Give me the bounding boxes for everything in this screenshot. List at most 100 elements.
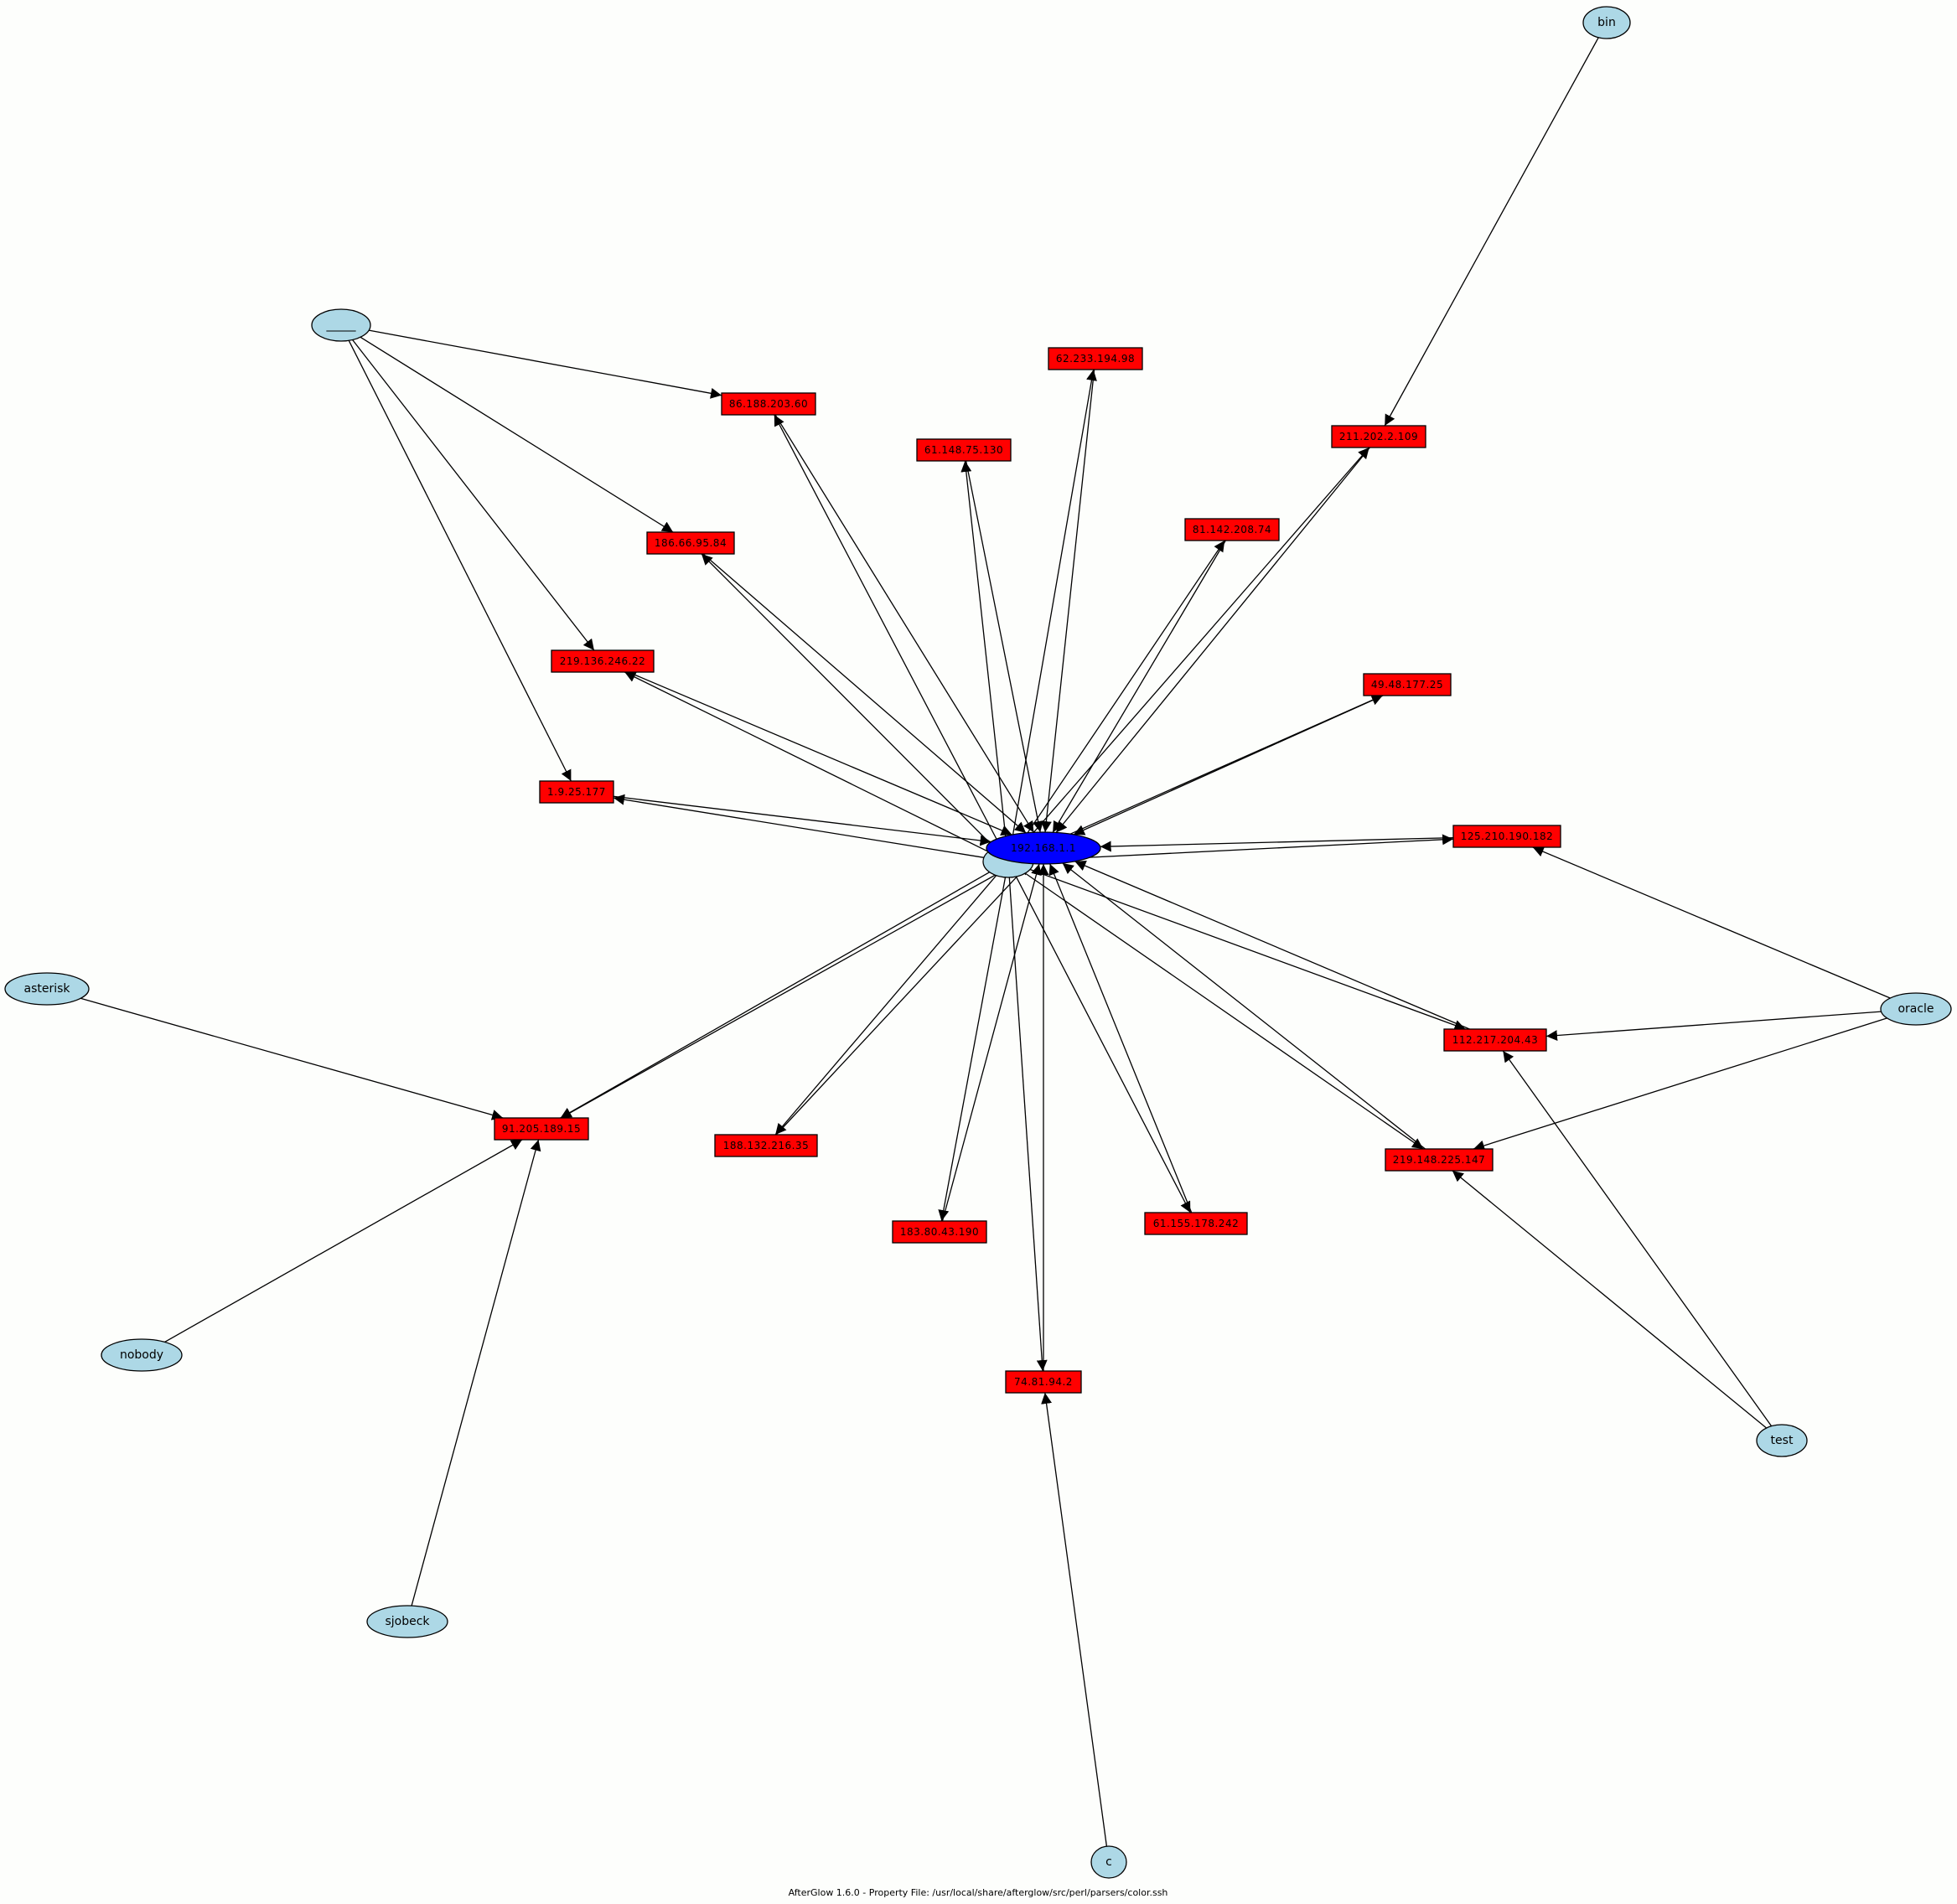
node-center: 192.168.1.1 (986, 831, 1101, 865)
node-label-bin: bin (1597, 16, 1616, 29)
edge-layer (80, 37, 1891, 1847)
node-label-ip_1: 1.9.25.177 (547, 786, 606, 798)
edge-root-to-ip_186 (701, 553, 996, 849)
edge-sjobeck-to-ip_91 (411, 1139, 541, 1606)
node-shape-ip_81 (1184, 518, 1280, 541)
node-shape-ip_211 (1331, 425, 1426, 448)
edge-blank-to-ip_219a (352, 339, 595, 651)
node-bin: bin (1582, 6, 1631, 39)
node-ip_219b: 219.148.225.147 (1385, 1148, 1494, 1172)
node-label-ip_186: 186.66.95.84 (655, 537, 727, 549)
node-shape-center (986, 831, 1101, 865)
node-label-oracle: oracle (1897, 1002, 1934, 1016)
node-shape-ip_125 (1452, 825, 1561, 848)
edge-nobody-to-ip_91 (164, 1139, 523, 1343)
node-ip_91: 91.205.189.15 (494, 1117, 589, 1141)
edge-root-to-ip_62 (1010, 369, 1097, 846)
node-shape-ip_86 (721, 392, 816, 416)
edge-ip_219b-to-center (1062, 862, 1426, 1150)
node-ip_74: 74.81.94.2 (1005, 1370, 1082, 1394)
node-label-center: 192.168.1.1 (1011, 842, 1076, 854)
node-shape-ip_61b (1144, 1212, 1248, 1235)
node-shape-ip_112 (1443, 1028, 1547, 1052)
edge-root-to-ip_188 (774, 875, 997, 1136)
edge-root-to-ip_183 (938, 877, 1007, 1222)
node-label-ip_219b: 219.148.225.147 (1393, 1154, 1486, 1166)
node-shape-oracle (1880, 992, 1952, 1026)
node-label-ip_62: 62.233.194.98 (1056, 353, 1135, 365)
node-label-sjobeck: sjobeck (385, 1615, 430, 1628)
node-ip_61b: 61.155.178.242 (1144, 1212, 1248, 1235)
node-label-ip_219a: 219.136.246.22 (560, 655, 645, 667)
node-label-nobody: nobody (120, 1348, 163, 1362)
edge-blank-to-ip_186 (360, 336, 674, 533)
edge-ip_62-to-center (1040, 369, 1095, 833)
edge-oracle-to-ip_219b (1473, 1017, 1887, 1151)
node-shape-ip_219b (1385, 1148, 1494, 1172)
node-shape-sjobeck (366, 1605, 448, 1638)
edge-ip_125-to-center (1100, 836, 1454, 852)
node-sjobeck: sjobeck (366, 1605, 448, 1638)
node-label-ip_183: 183.80.43.190 (900, 1226, 979, 1238)
node-label-ip_74: 74.81.94.2 (1014, 1376, 1073, 1388)
node-label-ip_49: 49.48.177.25 (1371, 679, 1443, 691)
edge-ip_49-to-center (1073, 695, 1384, 836)
edge-ip_183-to-center (941, 863, 1042, 1222)
edge-bin-to-ip_211 (1384, 37, 1599, 427)
node-ip_86: 86.188.203.60 (721, 392, 816, 416)
node-test: test (1756, 1424, 1808, 1457)
node-shape-c (1090, 1845, 1127, 1879)
node-blank: _____ (311, 308, 371, 342)
node-ip_219a: 219.136.246.22 (551, 649, 655, 673)
edge-c-to-ip_74 (1041, 1392, 1108, 1847)
edge-ip_112-to-center (1074, 861, 1470, 1030)
node-label-ip_81: 81.142.208.74 (1193, 524, 1271, 536)
edge-ip_81-to-center (1052, 540, 1226, 833)
edge-asterisk-to-ip_91 (80, 997, 504, 1120)
edge-root-to-ip_81 (1017, 540, 1225, 847)
edge-ip_61b-to-center (1048, 863, 1193, 1213)
node-shape-ip_62 (1048, 347, 1143, 370)
node-ip_183: 183.80.43.190 (892, 1220, 987, 1244)
node-shape-bin (1582, 6, 1631, 39)
edge-ip_1-to-center (613, 795, 991, 846)
node-ip_188: 188.132.216.35 (714, 1134, 818, 1157)
node-label-ip_188: 188.132.216.35 (723, 1140, 809, 1151)
node-nobody: nobody (101, 1338, 183, 1372)
node-shape-ip_186 (646, 531, 735, 555)
node-ip_1: 1.9.25.177 (539, 780, 614, 804)
node-ip_61a: 61.148.75.130 (916, 438, 1012, 462)
node-ip_81: 81.142.208.74 (1184, 518, 1280, 541)
edge-blank-to-ip_1 (348, 340, 572, 782)
node-ip_125: 125.210.190.182 (1452, 825, 1561, 848)
edge-blank-to-ip_86 (368, 329, 722, 399)
edge-root-to-ip_61a (960, 460, 1007, 846)
edge-ip_211-to-center (1055, 447, 1370, 833)
edge-root-to-ip_74 (1008, 877, 1048, 1372)
node-label-blank: _____ (326, 318, 357, 332)
node-shape-ip_188 (714, 1134, 818, 1157)
edge-ip_219a-to-center (628, 671, 1012, 836)
node-shape-ip_91 (494, 1117, 589, 1141)
node-label-asterisk: asterisk (23, 982, 70, 996)
node-label-ip_91: 91.205.189.15 (502, 1123, 581, 1135)
edge-ip_188-to-center (775, 862, 1030, 1136)
node-label-ip_211: 211.202.2.109 (1339, 431, 1418, 442)
node-ip_186: 186.66.95.84 (646, 531, 735, 555)
node-label-test: test (1771, 1434, 1794, 1447)
edge-root-to-ip_61b (1015, 876, 1191, 1213)
edge-root-to-ip_211 (1020, 447, 1370, 848)
edge-test-to-ip_219b (1452, 1170, 1768, 1429)
node-shape-asterisk (4, 972, 90, 1006)
node-shape-nobody (101, 1338, 183, 1372)
node-label-ip_61b: 61.155.178.242 (1153, 1218, 1239, 1229)
node-shape-test (1756, 1424, 1808, 1457)
node-shape-ip_1 (539, 780, 614, 804)
edge-root-to-ip_125 (1033, 834, 1454, 861)
node-ip_62: 62.233.194.98 (1048, 347, 1143, 370)
node-label-ip_61a: 61.148.75.130 (924, 444, 1003, 456)
node-label-ip_125: 125.210.190.182 (1461, 830, 1554, 842)
node-shape-ip_74 (1005, 1370, 1082, 1394)
